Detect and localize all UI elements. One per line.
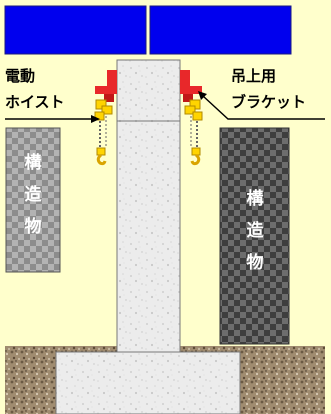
structure-right-label: 構 造 物 xyxy=(240,183,270,279)
leader-arrow-left xyxy=(5,115,100,123)
leader-arrow-right xyxy=(198,91,325,120)
structure-right-char-1: 構 xyxy=(246,189,264,209)
structure-left xyxy=(5,127,61,273)
label-electric: 電動 xyxy=(5,67,36,85)
top-blue-block-left xyxy=(4,5,147,55)
structure-left-char-3: 物 xyxy=(24,217,42,237)
label-hoist: ホイスト xyxy=(5,93,65,111)
label-lifting: 吊上用 xyxy=(231,67,277,85)
bracket-left xyxy=(95,70,117,102)
column-body xyxy=(116,120,181,353)
column-top-segment xyxy=(116,59,181,122)
bracket-right xyxy=(180,70,202,102)
foundation-base xyxy=(55,351,241,414)
structure-right-char-3: 物 xyxy=(246,253,264,273)
hoist-left xyxy=(94,99,113,166)
top-blue-block-right xyxy=(149,5,292,55)
structure-left-char-2: 造 xyxy=(24,185,42,205)
structure-right-char-2: 造 xyxy=(246,221,264,241)
hoist-right xyxy=(184,99,203,166)
structure-left-char-1: 構 xyxy=(24,153,42,173)
structure-right xyxy=(219,127,290,345)
label-bracket: ブラケット xyxy=(231,93,307,111)
structure-left-label: 構 造 物 xyxy=(18,147,48,243)
